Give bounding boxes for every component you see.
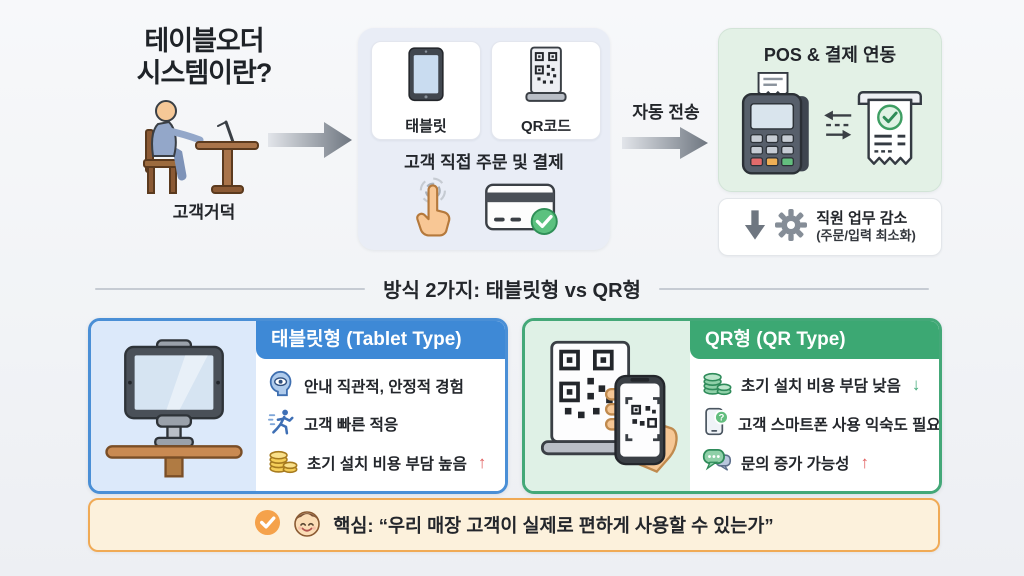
divider-title: 방식 2가지: 태블릿형 vs QR형 [383, 280, 641, 302]
divider-line-left [95, 287, 366, 290]
green-coins-icon [702, 369, 732, 401]
staff-benefit-line1: 직원 업무 감소 [816, 209, 908, 227]
auto-send-arrow-icon [622, 124, 710, 167]
qr-type-card: QR형 (QR Type) 초기 설치 비용 부 [522, 318, 942, 494]
gold-coins-icon [268, 447, 298, 479]
order-panel: 태블릿 [358, 28, 610, 250]
up-arrow-red: ↑ [477, 452, 487, 472]
customer-label: 고객거덕 [172, 203, 236, 222]
credit-card-check-icon [484, 179, 562, 240]
up-arrow-red: ↑ [860, 453, 869, 472]
tablet-card-header: 태블릿형 (Tablet Type) [256, 321, 505, 359]
flow-right-arrow-icon [268, 118, 354, 167]
smiley-face-icon [292, 508, 322, 543]
tap-icon [406, 176, 458, 243]
pos-terminal-receipt-icon [733, 71, 927, 188]
qr-bullet-1: 초기 설치 비용 부담 낮음 ↓ [702, 369, 939, 401]
qr-bullet-3-text: 문의 증가 가능성 [741, 456, 850, 473]
eye-head-icon [268, 370, 295, 402]
tablet-bullet-3-text: 초기 설치 비용 부담 높음 [307, 455, 467, 473]
tablet-bullet-2: 고객 빠른 적응 [268, 408, 499, 440]
order-caption: 고객 직접 주문 및 결제 [404, 153, 564, 172]
qr-bullet-2-text: 고객 스마트폰 사용 익숙도 필요 [738, 417, 941, 434]
page-title-line1: 테이블오더 [144, 26, 264, 56]
divider-line-right [658, 287, 930, 290]
customer-seated-icon [138, 98, 268, 203]
qr-option-label: QR코드 [520, 117, 572, 135]
chat-bubbles-icon [702, 447, 732, 479]
qr-bullet-1-text: 초기 설치 비용 부담 낮음 [741, 378, 901, 395]
tablet-bullet-1: 안내 직관적, 안정적 경험 [268, 370, 499, 402]
tablet-icon [403, 46, 449, 109]
pos-panel: POS & 결제 연동 [718, 28, 942, 192]
running-person-icon [268, 408, 295, 440]
gear-icon [775, 208, 808, 246]
tablet-on-table-icon [91, 321, 256, 491]
qr-option-card: QR코드 [491, 41, 601, 140]
down-arrow-green: ↓ [911, 375, 921, 394]
phone-question-icon: ? [702, 407, 729, 441]
tablet-bullet-3: 초기 설치 비용 부담 높음 ↑ [268, 447, 499, 479]
tablet-bullet-2-text: 고객 빠른 적응 [304, 417, 399, 434]
key-takeaway-banner: 핵심: “우리 매장 고객이 실제로 편하게 사용할 수 있는가” [88, 498, 940, 552]
pos-panel-title: POS & 결제 연동 [763, 45, 897, 65]
qr-stand-icon [520, 46, 572, 109]
qr-card-header: QR형 (QR Type) [690, 321, 939, 359]
staff-benefit-panel: 직원 업무 감소 (주문/입력 최소화) [718, 198, 942, 256]
qr-standee-phone-hand-icon [525, 321, 690, 491]
page-title: 테이블오더 시스템이란? [104, 26, 304, 90]
tablet-option-label: 태블릿 [405, 117, 447, 135]
qr-bullet-2: ? 고객 스마트폰 사용 익숙도 필요 [702, 407, 941, 441]
tablet-option-card: 태블릿 [371, 41, 481, 140]
page-title-line2: 시스템이란? [136, 57, 273, 88]
svg-text:?: ? [719, 413, 725, 423]
tablet-type-card: 태블릿형 (Tablet Type) 안내 직관적, 안정적 경험 [88, 318, 508, 494]
staff-benefit-line2: (주문/입력 최소화) [816, 228, 916, 244]
auto-send-label: 자동 전송 [632, 103, 700, 122]
key-takeaway-text: 핵심: “우리 매장 고객이 실제로 편하게 사용할 수 있는가” [333, 515, 774, 536]
tablet-bullet-1-text: 안내 직관적, 안정적 경험 [304, 378, 464, 396]
check-circle-icon [254, 509, 281, 541]
qr-bullet-3: 문의 증가 가능성 ↑ [702, 447, 939, 479]
down-arrow-icon [744, 209, 766, 246]
section-divider: 방식 2가지: 태블릿형 vs QR형 [95, 274, 930, 303]
